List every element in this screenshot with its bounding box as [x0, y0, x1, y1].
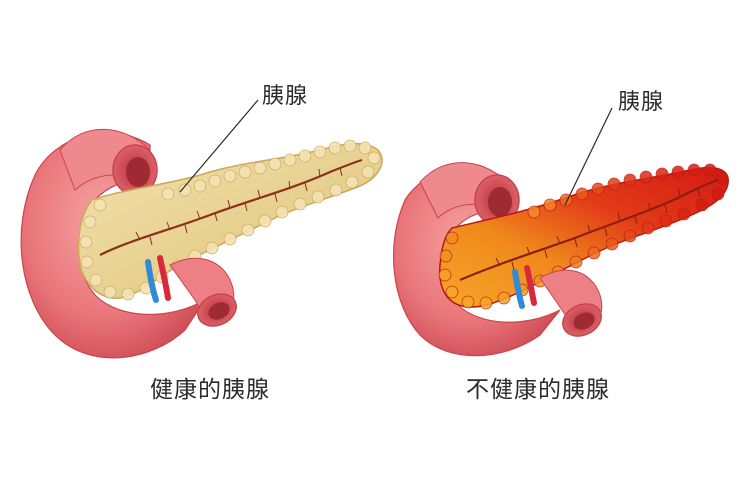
healthy-pancreas-caption: 健康的胰腺 [150, 377, 270, 403]
unhealthy-pancreas-illustration [392, 107, 729, 357]
healthy-duodenum-opening-bottom-inner [208, 302, 230, 320]
healthy-artery [157, 255, 171, 301]
unhealthy-pancreatic-duct [459, 178, 719, 282]
healthy-duodenum-opening-top-inner [126, 157, 150, 187]
healthy-pancreas-lobules [79, 139, 381, 301]
unhealthy-artery [524, 265, 537, 306]
healthy-duct-branches [135, 167, 343, 246]
healthy-vein [145, 259, 159, 303]
healthy-pancreatic-duct [99, 158, 363, 256]
unhealthy-pancreas-caption: 不健康的胰腺 [466, 377, 610, 403]
unhealthy-label-pointer [564, 107, 613, 206]
healthy-pancreas-illustration [20, 99, 383, 359]
unhealthy-pancreas-label: 胰腺 [618, 90, 665, 115]
healthy-pancreas-label: 胰腺 [262, 84, 309, 109]
unhealthy-duct-branches [495, 188, 701, 271]
unhealthy-duodenum-opening-bottom-inner [573, 312, 595, 330]
unhealthy-duodenum-opening-top-inner [488, 187, 512, 217]
healthy-label-pointer [179, 99, 259, 193]
unhealthy-vein [512, 269, 525, 309]
